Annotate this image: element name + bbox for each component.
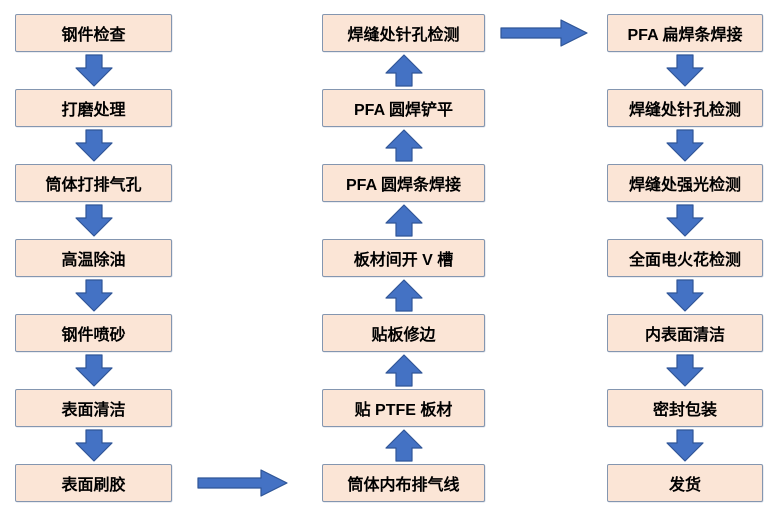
flow-step-box: PFA 圆焊条焊接 xyxy=(322,164,485,202)
arrow-down-icon xyxy=(666,354,704,387)
arrow-right-icon xyxy=(500,19,588,47)
flow-column-preparation: 钢件检查 打磨处理 筒体打排气孔 高温除油 钢件喷砂 表面清洁 表面刷胶 xyxy=(15,14,172,502)
flow-step-box: PFA 扁焊条焊接 xyxy=(607,14,763,52)
connector-col2-to-col3 xyxy=(500,18,588,48)
arrow-down-icon xyxy=(74,429,113,462)
flow-step-box: 贴 PTFE 板材 xyxy=(322,389,485,427)
arrow-down-icon xyxy=(74,204,113,237)
arrow-down-icon xyxy=(666,429,704,462)
flow-step-box: 内表面清洁 xyxy=(607,314,763,352)
flow-step-box: 表面清洁 xyxy=(15,389,172,427)
arrow-up-icon xyxy=(384,204,423,237)
arrow-right-icon xyxy=(197,469,288,497)
arrow-down-icon xyxy=(666,129,704,162)
flow-column-inspection-shipping: PFA 扁焊条焊接 焊缝处针孔检测 焊缝处强光检测 全面电火花检测 内表面清洁 … xyxy=(607,14,763,502)
flow-step-box: PFA 圆焊铲平 xyxy=(322,89,485,127)
flow-step-box: 板材间开 V 槽 xyxy=(322,239,485,277)
arrow-up-icon xyxy=(384,429,423,462)
arrow-up-icon xyxy=(384,279,423,312)
arrow-down-icon xyxy=(74,54,113,87)
flow-step-box: 焊缝处针孔检测 xyxy=(322,14,485,52)
flow-step-box: 表面刷胶 xyxy=(15,464,172,502)
arrow-down-icon xyxy=(666,279,704,312)
flow-step-box: 焊缝处针孔检测 xyxy=(607,89,763,127)
flow-step-box: 密封包装 xyxy=(607,389,763,427)
flow-step-box: 钢件检查 xyxy=(15,14,172,52)
connector-col1-to-col2 xyxy=(197,468,288,498)
flow-step-box: 贴板修边 xyxy=(322,314,485,352)
arrow-down-icon xyxy=(666,204,704,237)
flow-step-box: 打磨处理 xyxy=(15,89,172,127)
flow-step-box: 焊缝处强光检测 xyxy=(607,164,763,202)
arrow-down-icon xyxy=(74,279,113,312)
arrow-up-icon xyxy=(384,129,423,162)
flow-step-box: 全面电火花检测 xyxy=(607,239,763,277)
arrow-down-icon xyxy=(666,54,704,87)
flow-step-box: 筒体内布排气线 xyxy=(322,464,485,502)
flow-step-box: 高温除油 xyxy=(15,239,172,277)
flow-step-box: 发货 xyxy=(607,464,763,502)
flow-column-lining: 焊缝处针孔检测 PFA 圆焊铲平 PFA 圆焊条焊接 板材间开 V 槽 贴板修边… xyxy=(322,14,485,502)
arrow-up-icon xyxy=(384,54,423,87)
arrow-down-icon xyxy=(74,129,113,162)
flow-step-box: 筒体打排气孔 xyxy=(15,164,172,202)
flow-step-box: 钢件喷砂 xyxy=(15,314,172,352)
arrow-up-icon xyxy=(384,354,423,387)
arrow-down-icon xyxy=(74,354,113,387)
